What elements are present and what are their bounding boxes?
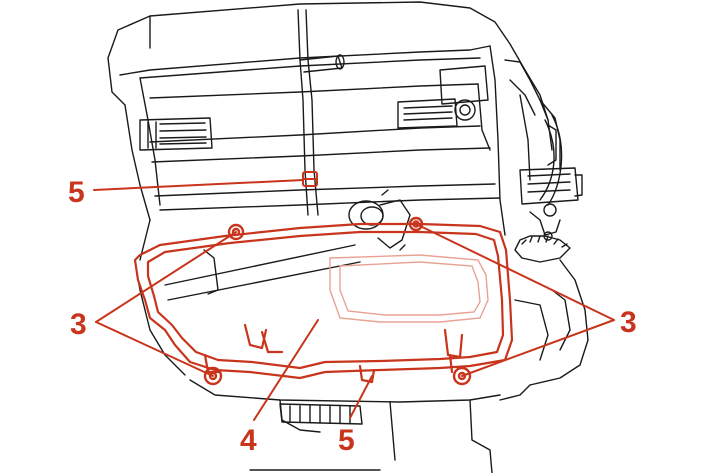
leader-3-right-b [461, 319, 615, 377]
leader-5-bottom [349, 375, 373, 419]
callout-3-right: 3 [620, 306, 637, 339]
leader-3-left-b [95, 321, 214, 377]
callout-3-left: 3 [70, 308, 87, 341]
hvac-housing [107, 1, 589, 473]
leader-5-top [93, 179, 304, 191]
callout-4: 4 [240, 424, 257, 457]
callout-5-top: 5 [68, 176, 85, 209]
callout-5-bottom: 5 [338, 424, 355, 457]
leader-3-left-a [95, 231, 237, 323]
screw-top-left [227, 223, 245, 241]
screw-bottom-left [203, 366, 223, 386]
screw-bottom-right [452, 366, 472, 386]
cover-panel-inner [329, 254, 489, 323]
cover-panel [133, 222, 514, 384]
leader-4 [253, 319, 319, 421]
screw-top-right [408, 216, 424, 232]
leader-lines [93, 179, 615, 421]
leader-3-right-a [415, 223, 615, 321]
screw-icon [203, 216, 472, 386]
callouts: 5 3 3 4 5 [68, 176, 637, 457]
